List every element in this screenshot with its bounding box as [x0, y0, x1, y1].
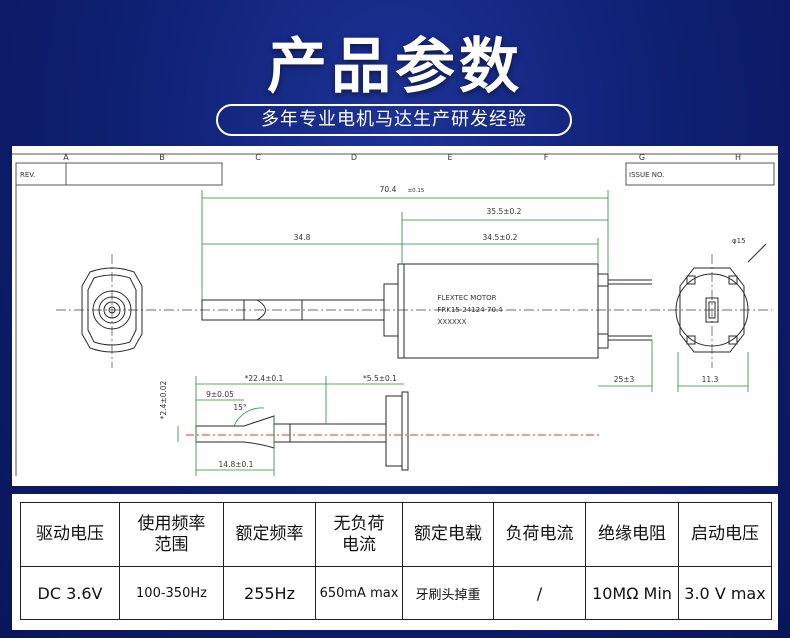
header-load-current: 负荷电流	[493, 502, 586, 567]
header-no-load-current: 无负荷 电流	[315, 502, 403, 567]
spec-header-row: 驱动电压 使用频率 范围 额定频率 无负荷 电流 额定电载 负荷电流 绝缘电阻 …	[20, 502, 772, 567]
dim-body-text: 35.5±0.2	[487, 207, 522, 216]
header-insulation-resistance: 绝缘电阻	[585, 502, 679, 567]
grid-col-e: E	[447, 153, 452, 162]
header-rated-frequency: 额定频率	[223, 502, 316, 567]
spec-table: 驱动电压 使用频率 范围 额定频率 无负荷 电流 额定电载 负荷电流 绝缘电阻 …	[20, 502, 772, 620]
header-drive-voltage: 驱动电压	[20, 502, 120, 567]
value-starting-voltage: 3.0 V max	[678, 566, 772, 620]
motor-label-line2: FRK15-24124-70.4	[437, 306, 503, 314]
motor-side-view	[201, 263, 652, 359]
dim-overall-text: 70.4	[380, 185, 397, 194]
dim-shaft22-text: *22.4±0.1	[245, 374, 284, 383]
grid-col-h: H	[735, 153, 741, 162]
value-no-load-current: 650mA max	[315, 566, 403, 620]
spec-value-row: DC 3.6V 100-350Hz 255Hz 650mA max 牙刷头掉重 …	[20, 566, 772, 620]
dim-flat9-text: 9±0.05	[206, 390, 234, 399]
grid-col-d: D	[351, 153, 357, 162]
value-rated-frequency: 255Hz	[223, 566, 316, 620]
grid-col-f: F	[544, 153, 549, 162]
dim-shaft-text: 34.8	[294, 233, 311, 242]
rev-block	[15, 162, 223, 186]
value-frequency-range: 100-350Hz	[119, 566, 224, 620]
subtitle-badge: 多年专业电机马达生产研发经验	[216, 104, 572, 136]
issue-block	[625, 162, 775, 186]
dim-shaftdia-text: *2.4±0.02	[159, 380, 168, 419]
motor-label-line1: FLEXTEC MOTOR	[437, 294, 496, 302]
shaft-detail-view	[195, 391, 409, 471]
rev-label: REV.	[20, 171, 35, 179]
grid-col-g: G	[639, 153, 645, 162]
page-title: 产品参数	[267, 32, 523, 102]
value-rated-load: 牙刷头掉重	[402, 566, 494, 620]
grid-col-a: A	[63, 153, 69, 162]
dim-side-text: 11.3	[702, 375, 719, 384]
dim-shaft55-text: *5.5±0.1	[363, 374, 397, 383]
diameter-label: φ15	[732, 237, 746, 245]
technical-drawing: A B C D E F G H REV. ISSUE NO.	[12, 153, 778, 476]
grid-col-c: C	[255, 153, 261, 162]
motor-label-line3: XXXXXX	[438, 318, 467, 326]
technical-drawing-panel: A B C D E F G H REV. ISSUE NO.	[12, 146, 778, 486]
header-rated-load: 额定电载	[402, 502, 494, 567]
angle-arc	[233, 407, 265, 427]
header-no-load-current-text: 无负荷 电流	[333, 513, 385, 555]
header-starting-voltage: 启动电压	[678, 502, 772, 567]
issue-label: ISSUE NO.	[629, 171, 664, 179]
header-frequency-range-text: 使用频率 范围	[137, 513, 206, 555]
value-insulation-resistance: 10MΩ Min	[585, 566, 679, 620]
value-load-current: /	[493, 566, 586, 620]
grid-col-b: B	[159, 153, 165, 162]
dim-body2-text: 34.5±0.2	[483, 233, 518, 242]
dim-angle-text: 15°	[233, 403, 247, 412]
motor-rear-view	[675, 243, 767, 353]
dim-terminal-text: 25±3	[614, 375, 635, 384]
value-drive-voltage: DC 3.6V	[20, 566, 120, 620]
dim-shaft148-text: 14.8±0.1	[219, 460, 254, 469]
motor-end-view	[81, 267, 143, 353]
header-frequency-range: 使用频率 范围	[119, 502, 224, 567]
dim-overall-tol-text: ±0.15	[408, 188, 425, 194]
spec-table-panel: 驱动电压 使用频率 范围 额定频率 无负荷 电流 额定电载 负荷电流 绝缘电阻 …	[12, 494, 778, 630]
